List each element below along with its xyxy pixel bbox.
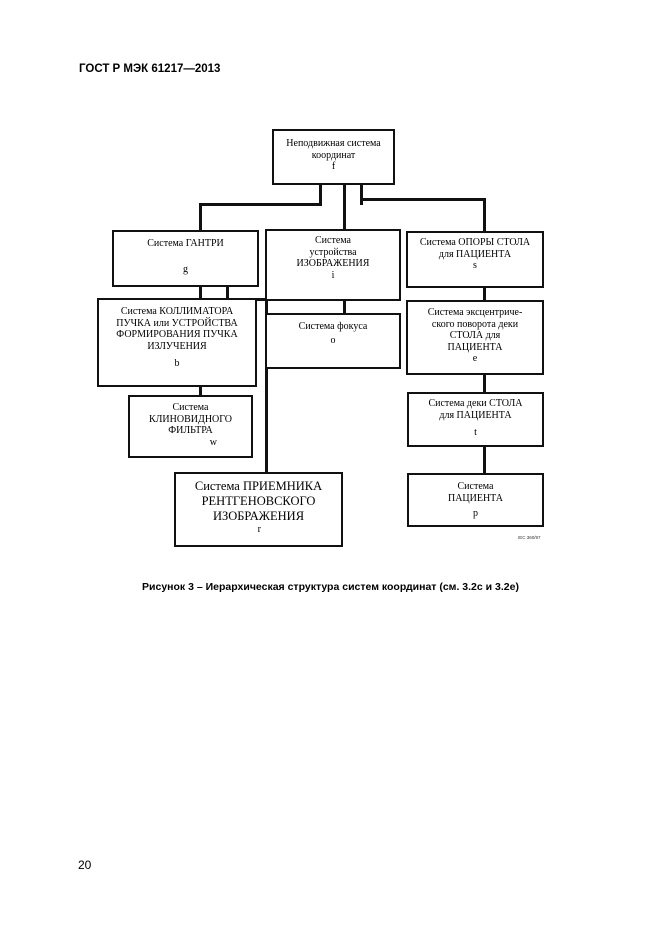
node-collimator-system: Система КОЛЛИМАТОРА ПУЧКА или УСТРОЙСТВА… bbox=[97, 298, 257, 387]
connector-to-g bbox=[199, 203, 202, 231]
page-number: 20 bbox=[78, 858, 92, 872]
node-label: Система ПРИЕМНИКА РЕНТГЕНОВСКОГО ИЗОБРАЖ… bbox=[194, 479, 323, 523]
connector-g-to-b bbox=[199, 286, 202, 300]
node-label: Система ГАНТРИ bbox=[147, 238, 224, 249]
node-label: Неподвижная система координат bbox=[286, 138, 381, 161]
node-focus-system: Система фокуса o bbox=[265, 313, 401, 369]
node-code: f bbox=[331, 161, 336, 172]
node-label: Система КОЛЛИМАТОРА ПУЧКА или УСТРОЙСТВА… bbox=[116, 306, 238, 352]
connector-left-branch bbox=[199, 203, 322, 206]
node-label: Система ПАЦИЕНТА bbox=[447, 481, 504, 504]
node-code: o bbox=[330, 334, 336, 346]
connector-right-vertical bbox=[360, 184, 363, 205]
connector-right-branch bbox=[360, 198, 486, 201]
connector-b-to-w bbox=[199, 386, 202, 396]
document-header: ГОСТ Р МЭК 61217—2013 bbox=[79, 63, 221, 75]
node-code: s bbox=[473, 260, 477, 271]
connector-left-vertical bbox=[319, 184, 322, 205]
connector-s-to-e bbox=[483, 287, 486, 301]
node-label: Система фокуса bbox=[298, 321, 368, 332]
node-tabletop-system: Система деки СТОЛА для ПАЦИЕНТА t bbox=[407, 392, 544, 447]
node-label: Система КЛИНОВИДНОГО ФИЛЬТРА bbox=[148, 402, 233, 436]
node-fixed-system: Неподвижная система координат f bbox=[272, 129, 395, 185]
figure-caption: Рисунок 3 – Иерархическая структура сист… bbox=[142, 581, 519, 593]
connector-t-to-p bbox=[483, 446, 486, 474]
figure-code: IEC 360/97 bbox=[518, 535, 541, 540]
connector-i-to-r bbox=[265, 300, 268, 474]
node-code: w bbox=[209, 436, 217, 448]
node-code: g bbox=[183, 263, 188, 275]
node-code: r bbox=[257, 524, 261, 535]
connector-i-to-o bbox=[343, 300, 346, 314]
node-label: Система устройства ИЗОБРАЖЕНИЯ bbox=[296, 235, 370, 269]
node-label: Система эксцентриче- ского поворота деки… bbox=[427, 307, 523, 353]
node-label: Система деки СТОЛА для ПАЦИЕНТА bbox=[428, 398, 523, 421]
connector-e-to-t bbox=[483, 374, 486, 393]
node-code: e bbox=[472, 353, 478, 364]
node-imaging-device-system: Система устройства ИЗОБРАЖЕНИЯ i bbox=[265, 229, 401, 301]
node-wedge-filter-system: Система КЛИНОВИДНОГО ФИЛЬТРА w bbox=[128, 395, 253, 458]
node-eccentric-rotation-system: Система эксцентриче- ского поворота деки… bbox=[406, 300, 544, 375]
connector-f-down bbox=[343, 184, 346, 230]
node-code: b bbox=[174, 358, 180, 369]
node-table-support-system: Система ОПОРЫ СТОЛА для ПАЦИЕНТА s bbox=[406, 231, 544, 288]
node-code: t bbox=[474, 427, 477, 438]
node-patient-system: Система ПАЦИЕНТА p bbox=[407, 473, 544, 527]
connector-to-s bbox=[483, 198, 486, 232]
node-xray-receptor-system: Система ПРИЕМНИКА РЕНТГЕНОВСКОГО ИЗОБРАЖ… bbox=[174, 472, 343, 547]
node-code: i bbox=[331, 269, 335, 281]
node-code: p bbox=[473, 508, 478, 519]
node-label: Система ОПОРЫ СТОЛА для ПАЦИЕНТА bbox=[419, 237, 531, 260]
connector-b-to-i bbox=[226, 286, 229, 300]
node-gantry-system: Система ГАНТРИ g bbox=[112, 230, 259, 287]
